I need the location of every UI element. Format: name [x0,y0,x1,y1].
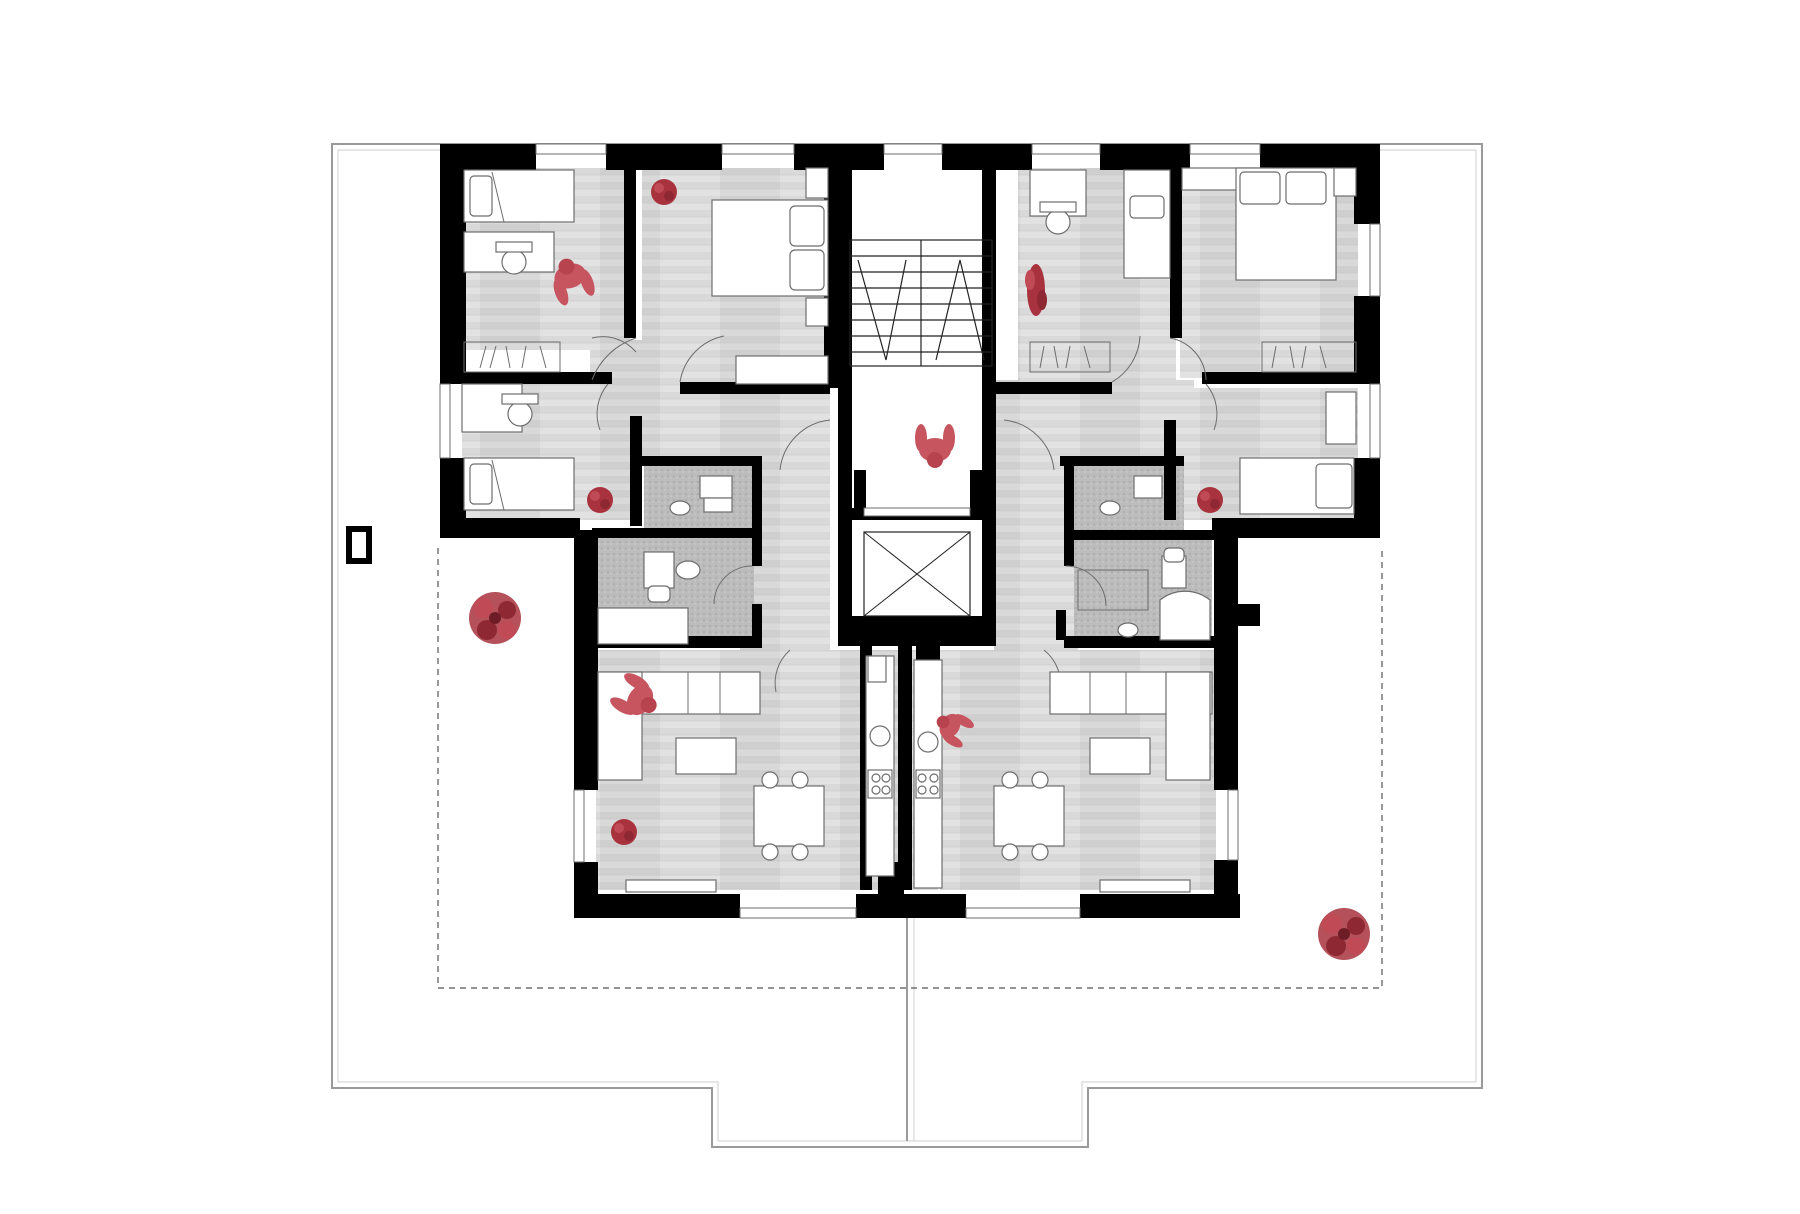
furniture-east-bedrooms [1029,167,1357,515]
plant-icon [651,179,677,205]
plant-icon [587,487,613,513]
doors [591,335,1218,693]
plant-icon [1025,264,1047,316]
plant-icon [469,592,521,644]
west-bathrooms [597,475,733,645]
plant-icon [611,819,637,845]
furniture-west-bedrooms [461,167,829,511]
plant-icon [1197,487,1223,513]
terrace-dashed-boundary [437,548,1383,989]
east-living-kitchen [913,659,1213,893]
windows [439,143,1381,919]
plant-icon [1318,908,1370,960]
terrace [331,143,1483,1148]
stair-core [849,239,993,367]
east-bathrooms [1077,475,1211,641]
walls [440,144,1380,918]
elevator [863,531,971,617]
plants [469,179,1370,960]
